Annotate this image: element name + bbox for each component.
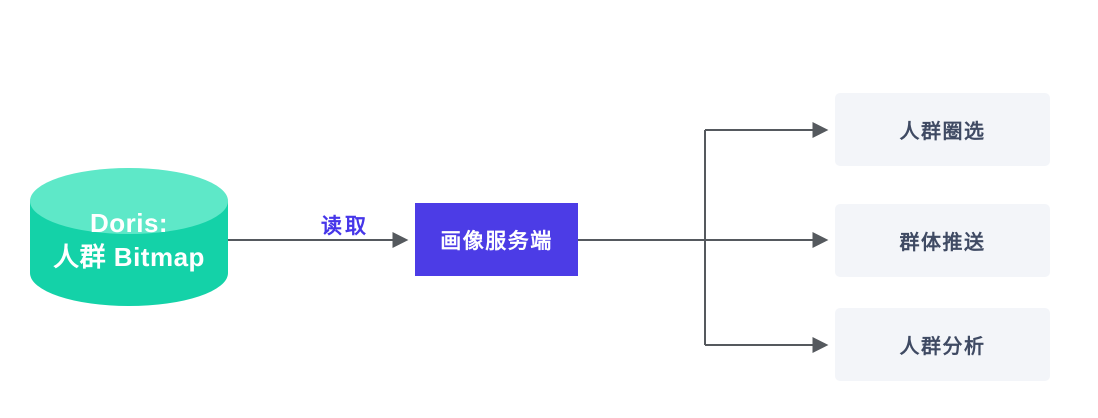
source-database-label-line2: 人群 Bitmap — [53, 242, 205, 273]
target-node-label: 群体推送 — [899, 232, 986, 254]
read-edge-label: 读取 — [321, 215, 369, 238]
profile-server-label: 画像服务端 — [440, 229, 553, 253]
target-node-crowd-analysis: 人群分析 — [835, 308, 1050, 381]
source-database-label: Doris: 人群 Bitmap — [30, 206, 228, 275]
target-node-crowd-selection: 人群圈选 — [835, 93, 1050, 166]
doris-bitmap-cylinder-icon — [30, 168, 228, 306]
target-node-group-push: 群体推送 — [835, 204, 1050, 277]
target-node-label: 人群分析 — [899, 336, 986, 358]
profile-server-node: 画像服务端 — [415, 203, 578, 276]
target-node-label: 人群圈选 — [899, 121, 986, 143]
source-database-label-line1: Doris: — [89, 208, 169, 238]
